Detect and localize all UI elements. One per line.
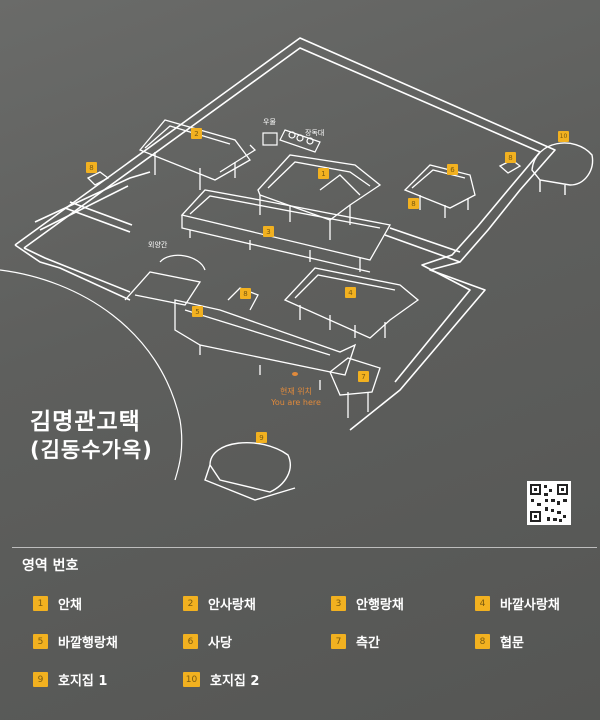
map-badge-8a: 8 bbox=[86, 162, 97, 173]
legend-item-5: 5 바깥행랑채 bbox=[33, 632, 118, 651]
label-here-en: You are here bbox=[271, 398, 321, 407]
label-wooumul: 우물 bbox=[263, 118, 276, 126]
legend-badge: 6 bbox=[183, 634, 198, 649]
legend-badge: 1 bbox=[33, 596, 48, 611]
inner-wall-west bbox=[34, 171, 151, 223]
legend-label: 바깥행랑채 bbox=[58, 636, 118, 651]
legend-item-1: 1 안채 bbox=[33, 594, 82, 613]
legend-label: 안사랑채 bbox=[208, 598, 256, 613]
legend-item-2: 2 안사랑채 bbox=[183, 594, 256, 613]
legend-title: 영역 번호 bbox=[22, 558, 79, 574]
map-badge-8d: 8 bbox=[408, 198, 419, 209]
map-badge-1: 1 bbox=[318, 168, 329, 179]
map-badge-5: 5 bbox=[192, 306, 203, 317]
boundary-wall bbox=[14, 37, 556, 431]
legend-label: 호지집 2 bbox=[210, 674, 260, 689]
map-badge-3: 3 bbox=[263, 226, 274, 237]
yard-wall-right bbox=[384, 234, 461, 263]
legend-item-7: 7 측간 bbox=[331, 632, 380, 651]
legend-item-8: 8 협문 bbox=[475, 632, 524, 651]
left-wall bbox=[14, 244, 131, 301]
legend-item-10: 10 호지집 2 bbox=[183, 670, 259, 689]
ground-curve bbox=[0, 269, 183, 481]
left-wall-inner bbox=[23, 247, 131, 293]
legend-label: 안채 bbox=[58, 598, 82, 613]
legend-item-9: 9 호지집 1 bbox=[33, 670, 107, 689]
label-oeyanggan: 외양간 bbox=[148, 241, 168, 249]
map-badge-10: 10 bbox=[558, 131, 569, 142]
map-badge-8b: 8 bbox=[505, 152, 516, 163]
legend-item-4: 4 바깥사랑채 bbox=[475, 594, 560, 613]
map-badge-7: 7 bbox=[358, 371, 369, 382]
map-badge-4: 4 bbox=[345, 287, 356, 298]
label-jangdokdae: 장독대 bbox=[305, 129, 325, 137]
cross-wall bbox=[64, 207, 131, 233]
legend-badge: 3 bbox=[331, 596, 346, 611]
legend-badge: 9 bbox=[33, 672, 48, 687]
cross-wall-2 bbox=[69, 201, 133, 226]
estate-map bbox=[0, 37, 594, 501]
legend-badge: 2 bbox=[183, 596, 198, 611]
page-subtitle: (김동수가옥) bbox=[30, 438, 153, 462]
map-badge-9: 9 bbox=[256, 432, 267, 443]
legend-label: 호지집 1 bbox=[58, 674, 108, 689]
map-badge-8c: 8 bbox=[240, 288, 251, 299]
qr-code-icon bbox=[527, 481, 571, 525]
map-badge-6: 6 bbox=[447, 164, 458, 175]
legend-label: 협문 bbox=[500, 636, 524, 651]
label-here-ko: 현재 위치 bbox=[280, 387, 312, 396]
here-marker bbox=[292, 372, 298, 376]
legend-divider bbox=[12, 547, 597, 548]
legend-item-6: 6 사당 bbox=[183, 632, 232, 651]
yard-wall-right-2 bbox=[389, 227, 461, 253]
map-badge-2: 2 bbox=[191, 128, 202, 139]
legend-badge: 10 bbox=[183, 672, 200, 687]
legend-label: 사당 bbox=[208, 636, 232, 651]
legend-label: 측간 bbox=[356, 636, 380, 651]
legend-badge: 8 bbox=[475, 634, 490, 649]
legend-badge: 5 bbox=[33, 634, 48, 649]
legend-badge: 4 bbox=[475, 596, 490, 611]
legend-item-3: 3 안행랑채 bbox=[331, 594, 404, 613]
legend-label: 안행랑채 bbox=[356, 598, 404, 613]
legend-label: 바깥사랑채 bbox=[500, 598, 560, 613]
boundary-wall-inner bbox=[23, 47, 541, 383]
page-title: 김명관고택 bbox=[30, 409, 141, 435]
legend-badge: 7 bbox=[331, 634, 346, 649]
